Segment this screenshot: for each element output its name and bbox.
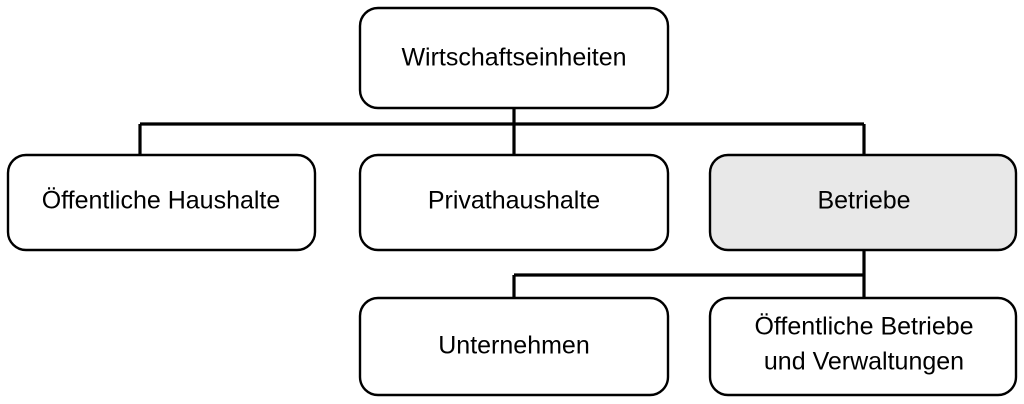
node-oeffentliche-haushalte-label: Öffentliche Haushalte — [42, 187, 281, 215]
node-betriebe-box[interactable] — [708, 153, 1018, 252]
node-oeffentliche-betriebe-label-line2: und Verwaltungen — [764, 348, 964, 376]
node-unternehmen-box[interactable] — [358, 296, 670, 397]
node-privathaushalte-label: Privathaushalte — [428, 187, 600, 215]
node-privathaushalte[interactable]: Privathaushalte — [358, 153, 670, 252]
node-oeffentliche-betriebe-label-line1: Öffentliche Betriebe — [754, 313, 973, 341]
node-oeffentliche-haushalte[interactable]: Öffentliche Haushalte — [6, 153, 317, 252]
connector-group-level-0-to-1 — [138, 108, 866, 155]
node-betriebe[interactable]: Betriebe — [708, 153, 1018, 252]
node-oeffentliche-betriebe-box[interactable] — [708, 296, 1018, 397]
node-privathaushalte-box[interactable] — [358, 153, 670, 252]
node-unternehmen[interactable]: Unternehmen — [358, 296, 670, 397]
node-oeffentliche-haushalte-box[interactable] — [6, 153, 317, 252]
node-wirtschaftseinheiten-box[interactable] — [358, 6, 670, 110]
node-wirtschaftseinheiten[interactable]: Wirtschaftseinheiten — [358, 6, 670, 110]
node-oeffentliche-betriebe[interactable]: Öffentliche Betriebe und Verwaltungen — [708, 296, 1018, 397]
node-wirtschaftseinheiten-label: Wirtschaftseinheiten — [401, 44, 626, 72]
node-betriebe-label: Betriebe — [817, 187, 910, 215]
connector-group-level-1-to-2 — [512, 250, 866, 298]
node-unternehmen-label: Unternehmen — [438, 332, 589, 360]
